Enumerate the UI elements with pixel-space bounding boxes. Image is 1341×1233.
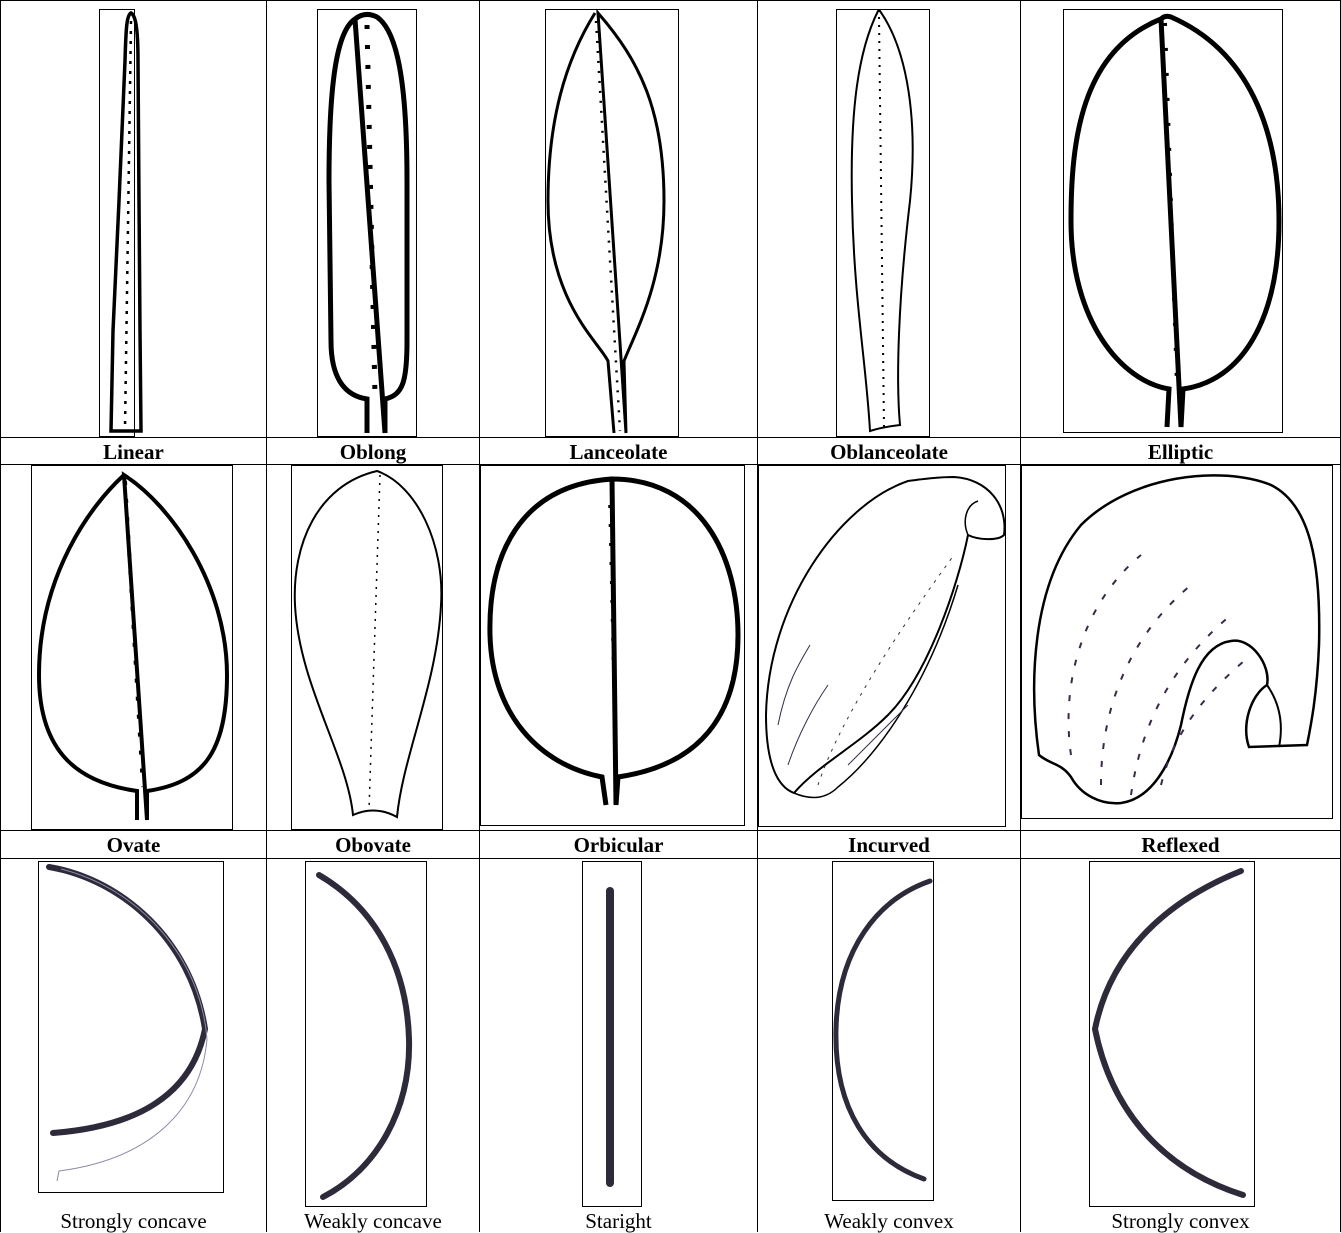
shape-label: Oblong	[267, 441, 479, 463]
shape-label: Ovate	[1, 834, 266, 856]
cell-reflexed	[1021, 465, 1340, 830]
shape-label: Obovate	[267, 834, 479, 856]
shape-label: Strongly concave	[1, 1210, 266, 1232]
lanceolate-leaf-icon	[480, 1, 757, 437]
linear-leaf-icon	[1, 1, 266, 437]
weakly-concave-curve-icon	[267, 859, 479, 1209]
straight-line-icon	[480, 859, 757, 1209]
orbicular-leaf-icon	[480, 465, 757, 830]
incurved-leaf-icon	[758, 465, 1020, 830]
cell-elliptic	[1021, 1, 1340, 437]
strongly-concave-curve-icon	[1, 859, 266, 1209]
cell-orbicular	[480, 465, 757, 830]
cell-weakly-convex	[758, 859, 1020, 1209]
oblong-leaf-icon	[267, 1, 479, 437]
obovate-leaf-icon	[267, 465, 479, 830]
cell-straight	[480, 859, 757, 1209]
oblanceolate-leaf-icon	[758, 1, 1020, 437]
shape-label: Strongly convex	[1021, 1210, 1340, 1232]
cell-incurved	[758, 465, 1020, 830]
cell-obovate	[267, 465, 479, 830]
cell-weakly-concave	[267, 859, 479, 1209]
shape-label: Linear	[1, 441, 266, 463]
strongly-convex-curve-icon	[1021, 859, 1340, 1209]
shape-label: Orbicular	[480, 834, 757, 856]
elliptic-leaf-icon	[1021, 1, 1340, 437]
shape-label: Staright	[480, 1210, 757, 1232]
shape-label: Elliptic	[1021, 441, 1340, 463]
shape-label: Oblanceolate	[758, 441, 1020, 463]
cell-oblanceolate	[758, 1, 1020, 437]
shape-label: Weakly concave	[267, 1210, 479, 1232]
cell-strongly-concave	[1, 859, 266, 1209]
row-divider	[0, 437, 1341, 438]
row-divider	[0, 830, 1341, 831]
shape-label: Lanceolate	[480, 441, 757, 463]
shape-label: Weakly convex	[758, 1210, 1020, 1232]
shape-label: Incurved	[758, 834, 1020, 856]
cell-ovate	[1, 465, 266, 830]
weakly-convex-curve-icon	[758, 859, 1020, 1209]
ovate-leaf-icon	[1, 465, 266, 830]
cell-lanceolate	[480, 1, 757, 437]
reflexed-leaf-icon	[1021, 465, 1340, 830]
shape-label: Reflexed	[1021, 834, 1340, 856]
cell-linear	[1, 1, 266, 437]
cell-strongly-convex	[1021, 859, 1340, 1209]
cell-oblong	[267, 1, 479, 437]
